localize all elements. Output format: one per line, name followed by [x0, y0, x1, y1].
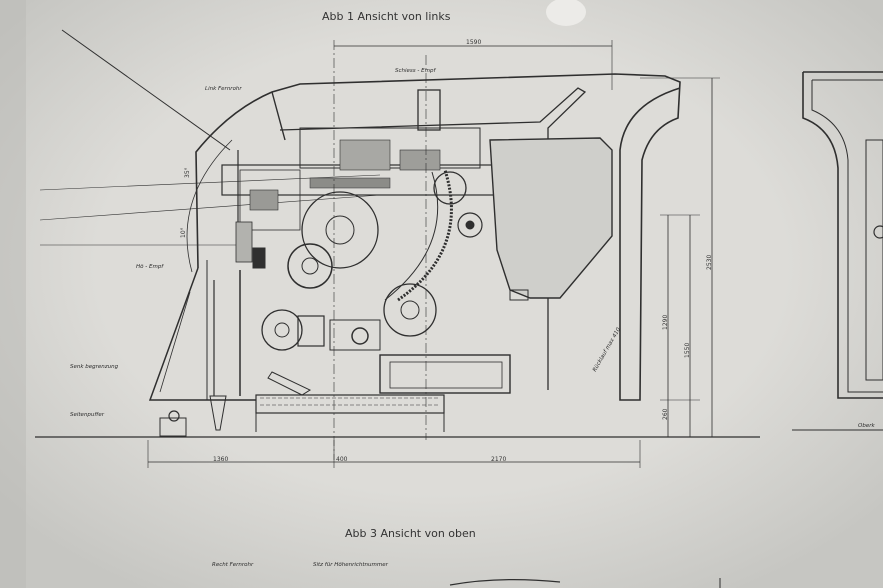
dim-angle-10: 10° [180, 227, 187, 238]
dim-top-width: 1590 [466, 39, 482, 46]
sight-line [61, 29, 231, 151]
dim-lower-height: 1550 [684, 342, 691, 358]
label-rechts-fernrohr: Recht Fernrohr [212, 562, 254, 568]
dim-left-length: 1360 [213, 456, 229, 463]
handwheel-gear [287, 243, 333, 289]
punch-hole [546, 0, 586, 26]
label-schiess-empf: Schiess - Empf [395, 68, 436, 74]
dim-angle-35: 35° [184, 167, 191, 178]
label-hoehe-empf: Hö - Empf [136, 264, 164, 270]
recuperator-housing [489, 137, 613, 299]
label-oberkante: Oberk [858, 423, 875, 429]
dim-base-height: 260 [662, 408, 669, 420]
traverse-gear [383, 283, 437, 337]
label-seitenpuffer: Seitenpuffer [70, 412, 105, 418]
label-senk-begrenzung: Senk begrenzung [70, 364, 119, 370]
angle-arc [186, 139, 233, 273]
dim-total-height: 2530 [706, 254, 713, 270]
side-buffer [159, 417, 187, 437]
dim-middle-height: 1290 [662, 314, 669, 330]
elevation-stop [267, 371, 312, 396]
top-view-edge [449, 579, 561, 586]
projection-line [39, 174, 381, 191]
pivot-foot [209, 395, 227, 431]
fig1-title: Abb 1 Ansicht von links [322, 10, 451, 23]
label-sitz: Sitz für Höhenrichtnummer [313, 562, 388, 568]
front-plate [148, 267, 256, 401]
drive-gear [433, 171, 467, 205]
dim-right-length: 2170 [491, 456, 507, 463]
shield-contour [195, 73, 681, 401]
seat-gear [261, 309, 303, 351]
gear-box [379, 354, 511, 394]
base-plate [255, 394, 445, 414]
tooth-arc [397, 169, 453, 302]
dim-offset: 400 [336, 456, 348, 463]
side-view-contour [802, 71, 883, 399]
sight-post [417, 89, 441, 131]
elevation-gear [301, 191, 379, 269]
label-links-fernrohr: Link Fernrohr [205, 86, 242, 92]
fig3-title: Abb 3 Ansicht von oben [345, 527, 476, 540]
